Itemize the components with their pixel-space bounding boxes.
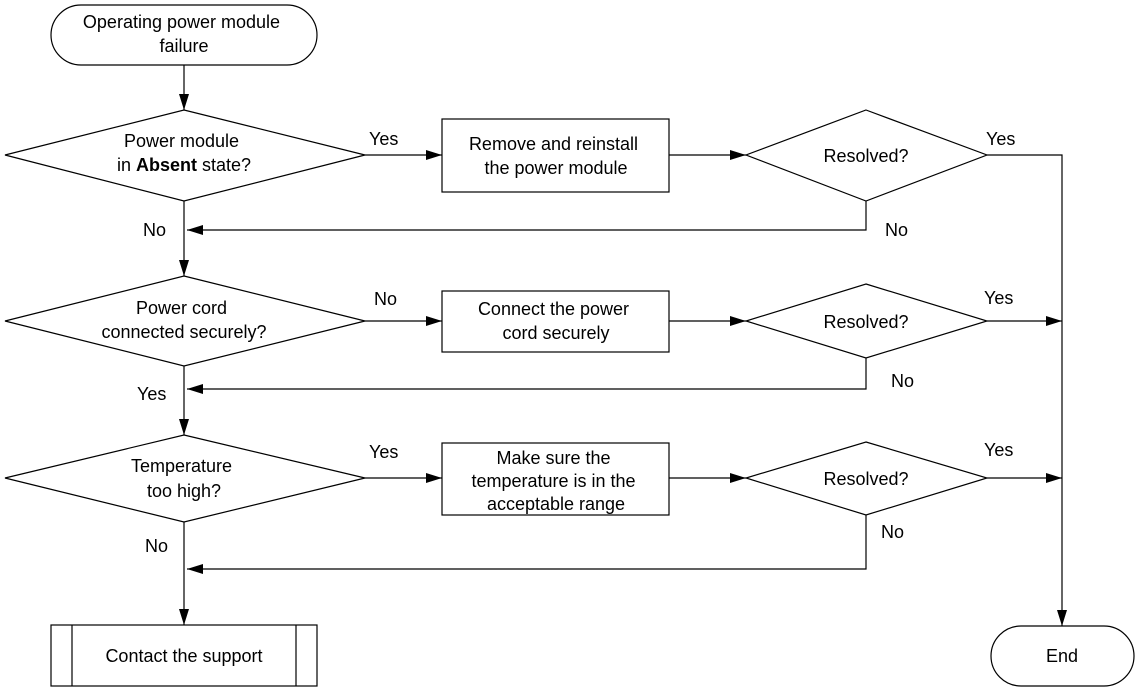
edge-r3-no-return <box>187 515 867 574</box>
absent-keyword: Absent <box>136 155 197 175</box>
label-temp-no: No <box>145 536 168 556</box>
svg-text:Power module in Absent s: Power module in Absent state? <box>117 131 251 175</box>
svg-text:Remove and reinstall the: Remove and reinstall the power module <box>469 134 643 178</box>
edge-r2-no-return <box>187 358 867 394</box>
svg-text:Make sure the temperatur: Make sure the temperature is in the acce… <box>471 448 640 514</box>
end-terminator: End <box>990 625 1135 687</box>
decision-absent-line-1: Power module <box>124 131 239 151</box>
label-r2-no: No <box>891 371 914 391</box>
label-r3-no: No <box>881 522 904 542</box>
decision-temperature: Temperature too high? <box>4 434 366 523</box>
decision-resolved-3: Resolved? <box>743 441 990 516</box>
predefined-process-support: Contact the support <box>50 624 318 687</box>
label-cord-yes: Yes <box>137 384 166 404</box>
decision-temperature-line-2: too high? <box>147 481 221 501</box>
decision-cord: Power cord connected securely? <box>4 275 366 367</box>
svg-text:Connect the power cord s: Connect the power cord securely <box>478 299 634 343</box>
label-absent-yes: Yes <box>369 129 398 149</box>
start-terminator: Operating power module failure <box>50 4 318 66</box>
decision-resolved-2: Resolved? <box>743 283 990 359</box>
decision-resolved-2-label: Resolved? <box>823 312 908 332</box>
start-label-line-1: Operating power module <box>83 12 280 32</box>
label-r1-yes: Yes <box>986 129 1015 149</box>
decision-resolved-1: Resolved? <box>744 109 989 202</box>
edge-r1-no-return <box>187 201 867 235</box>
label-absent-no: No <box>143 220 166 240</box>
end-label: End <box>1046 646 1078 666</box>
action-temperature-line-1: Make sure the <box>496 448 610 468</box>
label-r2-yes: Yes <box>984 288 1013 308</box>
svg-text:Power cord connected sec: Power cord connected securely? <box>101 298 266 342</box>
decision-absent-line-2: in Absent state? <box>117 155 251 175</box>
label-cord-no: No <box>374 289 397 309</box>
action-cord-line-1: Connect the power <box>478 299 629 319</box>
decision-resolved-3-label: Resolved? <box>823 469 908 489</box>
edge-r1-yes-to-end <box>987 154 1067 626</box>
decision-cord-line-1: Power cord <box>136 298 227 318</box>
action-cord-line-2: cord securely <box>502 323 609 343</box>
action-temperature: Make sure the temperature is in the acce… <box>441 442 670 516</box>
action-temperature-line-3: acceptable range <box>487 494 625 514</box>
action-temperature-line-2: temperature is in the <box>471 471 635 491</box>
svg-text:Operating power module f: Operating power module failure <box>83 12 285 56</box>
action-cord: Connect the power cord securely <box>441 290 670 353</box>
action-reinstall-line-1: Remove and reinstall <box>469 134 638 154</box>
label-r1-no: No <box>885 220 908 240</box>
decision-cord-line-2: connected securely? <box>101 322 266 342</box>
action-reinstall: Remove and reinstall the power module <box>441 118 670 193</box>
edge-labels: Yes No Yes No No Yes Yes No Yes No Yes N… <box>137 129 1015 556</box>
connectors <box>179 65 1067 626</box>
start-label-line-2: failure <box>159 36 208 56</box>
decision-absent: Power module in Absent state? <box>4 109 366 202</box>
decision-resolved-1-label: Resolved? <box>823 146 908 166</box>
decision-temperature-line-1: Temperature <box>131 456 232 476</box>
support-label: Contact the support <box>105 646 262 666</box>
label-temp-yes: Yes <box>369 442 398 462</box>
action-reinstall-line-2: the power module <box>484 158 627 178</box>
label-r3-yes: Yes <box>984 440 1013 460</box>
svg-text:Temperature too high?: Temperature too high? <box>131 456 237 501</box>
